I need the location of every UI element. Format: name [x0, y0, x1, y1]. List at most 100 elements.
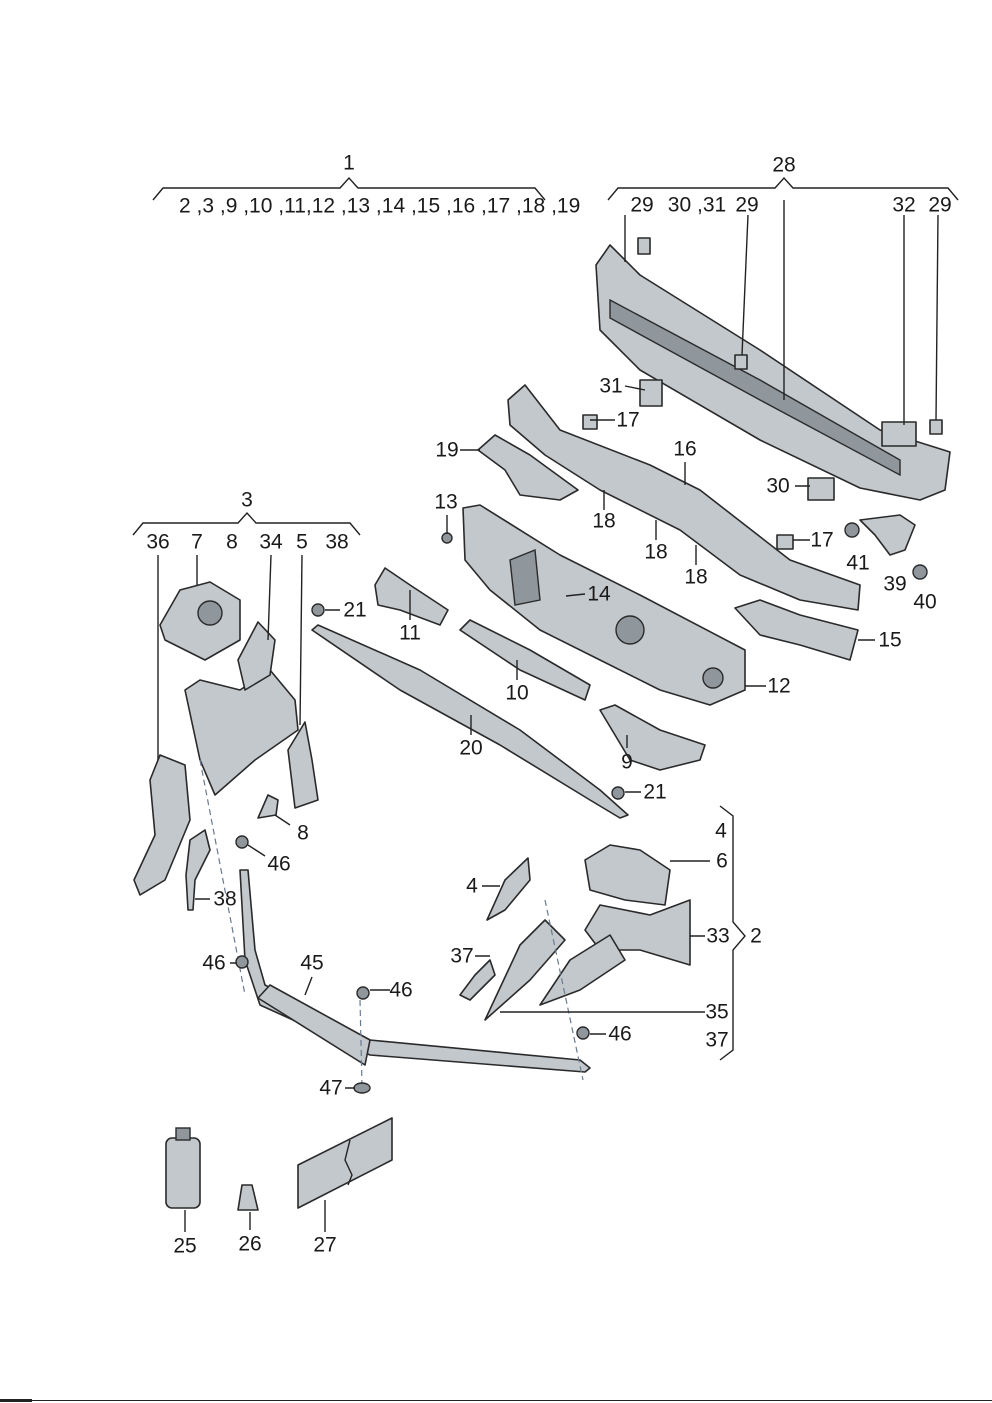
bulkhead-hole	[615, 615, 645, 645]
callout-36: 36	[146, 530, 170, 554]
nut-21	[311, 603, 325, 617]
bracket-15	[734, 599, 859, 661]
callout-46: 46	[202, 951, 226, 975]
callout-46: 46	[389, 978, 413, 1002]
bolt-46	[235, 955, 249, 969]
clip-17	[776, 534, 794, 550]
plenum-panel	[595, 244, 951, 501]
bracket-4	[486, 857, 531, 921]
callout-40: 40	[913, 590, 937, 614]
callout-5: 5	[296, 530, 308, 554]
callout-32: 32	[892, 193, 916, 217]
callout-29: 29	[630, 193, 654, 217]
brace-plate-45	[257, 984, 371, 1066]
callout-35: 35	[705, 1000, 729, 1024]
callout-14: 14	[587, 582, 611, 606]
nut-21	[611, 786, 625, 800]
callout-34: 34	[259, 530, 283, 554]
bracket-19	[477, 434, 579, 501]
callout-27: 27	[313, 1233, 337, 1257]
callout-29: 29	[928, 193, 952, 217]
group-bracket-1	[152, 176, 546, 201]
plug-26	[237, 1184, 259, 1211]
clip-29	[637, 237, 651, 255]
strut-mount-7	[159, 581, 241, 661]
callout-17: 17	[810, 528, 834, 552]
wheelhouse-34	[184, 669, 299, 796]
callout-16: 16	[673, 437, 697, 461]
leader-lines	[157, 200, 939, 1232]
bottom-rule-marker	[0, 1399, 32, 1402]
washer-47	[353, 1082, 371, 1094]
bracket-9	[599, 704, 706, 771]
callout-18: 18	[592, 509, 616, 533]
group-bracket-28	[607, 176, 959, 201]
callout-15: 15	[878, 628, 902, 652]
callout-38: 38	[213, 887, 237, 911]
callout-37: 37	[450, 944, 474, 968]
callout-30: 30	[766, 474, 790, 498]
can-25-cap	[175, 1127, 191, 1141]
callout-20: 20	[459, 736, 483, 760]
member-36	[133, 754, 191, 896]
callout-21: 21	[343, 598, 367, 622]
callout-19: 19	[435, 438, 459, 462]
nut-40	[912, 564, 928, 580]
callout-8: 8	[226, 530, 238, 554]
callout-39: 39	[883, 572, 907, 596]
callout-25: 25	[173, 1234, 197, 1258]
callout-18: 18	[684, 565, 708, 589]
panel-35	[539, 934, 626, 1006]
bolt-13	[441, 532, 453, 544]
nut-41	[844, 522, 860, 538]
callout-46: 46	[608, 1022, 632, 1046]
callout-6: 6	[716, 849, 728, 873]
bolt-46	[576, 1026, 590, 1040]
strut-mount-6	[584, 844, 671, 906]
bracket-31	[639, 379, 663, 407]
reinforcement-10	[459, 619, 591, 701]
bulkhead-hole	[702, 667, 724, 689]
bracket-11	[374, 567, 449, 626]
bottom-rule	[0, 1400, 992, 1401]
clip-17	[582, 414, 598, 430]
callout-21: 21	[643, 780, 667, 804]
clip-29	[734, 354, 748, 370]
member-38	[185, 829, 211, 911]
callout-1: 1	[343, 151, 355, 175]
group-bracket-2	[719, 805, 746, 1061]
callout-4: 4	[715, 819, 727, 843]
pad-27	[297, 1117, 393, 1209]
can-25	[165, 1137, 201, 1209]
panel-34	[237, 621, 276, 691]
callout-9: 9	[621, 750, 633, 774]
callout-29: 29	[735, 193, 759, 217]
callout-3: 3	[241, 488, 253, 512]
bolt-46	[356, 986, 370, 1000]
callout-10: 10	[505, 681, 529, 705]
callout-28: 28	[772, 153, 796, 177]
callout-45: 45	[300, 951, 324, 975]
crossmember-16	[507, 384, 861, 611]
callout-47: 47	[319, 1076, 343, 1100]
callout-46: 46	[267, 852, 291, 876]
bracket-39	[859, 514, 916, 556]
callout-26: 26	[238, 1232, 262, 1256]
plenum-channel	[609, 298, 901, 477]
callout-37: 37	[705, 1028, 729, 1052]
bracket-32	[881, 421, 917, 447]
callout-38: 38	[325, 530, 349, 554]
group-bracket-3	[132, 511, 361, 536]
callout-8: 8	[297, 821, 309, 845]
callout-13: 13	[434, 490, 458, 514]
callout-12: 12	[767, 674, 791, 698]
strut-20	[311, 624, 629, 819]
callout-18: 18	[644, 540, 668, 564]
member-37	[484, 919, 566, 1021]
callout-2: 2	[750, 924, 762, 948]
callout-4: 4	[466, 874, 478, 898]
callout-17: 17	[616, 408, 640, 432]
callout-group-1-items: 2 ,3 ,9 ,10 ,11,12 ,13 ,14 ,15 ,16 ,17 ,…	[179, 194, 581, 218]
